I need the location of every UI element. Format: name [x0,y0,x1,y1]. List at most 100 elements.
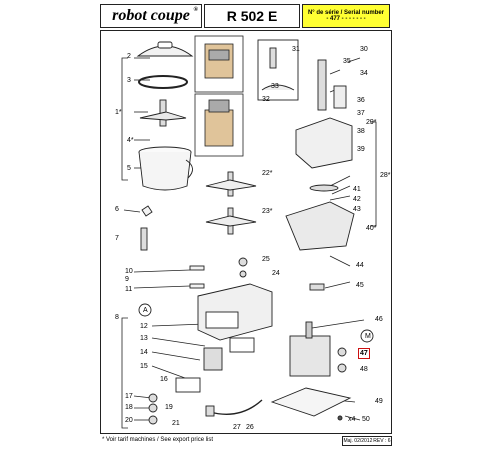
leader-41 [329,175,351,187]
callout-41: 41 [353,186,361,193]
callout-24: 24 [272,270,280,277]
callout-39: 39 [357,146,365,153]
callout-18: 18 [125,404,133,411]
panel-plate-part [229,337,255,353]
leader-11 [133,285,191,289]
leader-35 [329,69,341,75]
pusher-part [317,59,327,111]
leader-13 [151,337,206,347]
callout-33: 33 [271,83,279,90]
callout-11: 11 [125,286,133,293]
callout-22: 22* [262,170,273,177]
circle-label-a: A [143,307,148,314]
leader-45 [324,281,351,289]
callout-21: 21 [172,420,180,427]
clamp-part [309,283,325,291]
circle-label-m-shape [360,329,374,343]
circle-label-m: M [365,333,371,340]
callout-34: 34 [360,70,368,77]
pin-part [141,205,153,217]
seal-ring-part [138,75,188,89]
revision-date: Maj. 02/2012 [343,438,373,444]
callout-10: 10 [125,268,133,275]
capacitor-part [203,347,223,371]
power-cord-part [209,399,263,415]
callout-12: 12 [140,323,148,330]
revision-box: Maj. 02/2012 REV : 6 [342,436,392,446]
motor-bowl-photo-2 [208,99,230,113]
lid-assembly-part [295,117,353,169]
callout-35: 35 [343,58,351,65]
leader-42 [331,185,351,195]
callout-49: 49 [375,398,383,405]
motor-unit-photo-1 [204,43,234,79]
disc-part [309,184,339,192]
bracket-parts-1 [121,57,128,181]
small-pusher-part [333,85,347,109]
callout-44: 44 [356,262,364,269]
callout-36: 36 [357,97,365,104]
callout-15: 15 [140,363,148,370]
callout-9: 9 [125,276,129,283]
motor-unit-photo-2 [204,109,234,147]
callout-3: 3 [127,77,131,84]
brand-logo: robot coupe ® [100,4,202,28]
callout-30: 30 [360,46,368,53]
callout-45: 45 [356,282,364,289]
leader-10 [133,269,191,273]
callout-48: 48 [360,366,368,373]
leader-43 [329,195,351,201]
motor-bowl-photo-1 [208,49,230,61]
callout-2: 2 [127,53,131,60]
leader-6 [123,209,141,213]
bracket-parts-28 [370,121,377,227]
housing-part [285,201,355,251]
callout-17: 17 [125,393,133,400]
leader-14 [151,351,201,361]
switch-part [189,265,205,271]
lid-handle-part [157,41,173,49]
revision-number: REV : 6 [373,438,391,444]
callout-27: 27 [233,424,241,431]
callout-50: 50 [362,416,370,423]
callout-7: 7 [115,235,119,242]
callout-6: 6 [115,206,119,213]
brand-registered-mark: ® [193,7,198,13]
bearing-part-48 [337,363,347,373]
callout-5: 5 [127,165,131,172]
knob-part-20 [148,415,158,425]
callout-29: 29* [366,119,377,126]
callout-46: 46 [375,316,383,323]
callout-38: 38 [357,128,365,135]
leader-15 [151,365,186,379]
base-plate-part [270,387,352,417]
callout-4: 4* [127,137,134,144]
circle-label-a-shape [138,303,152,317]
callout-8: 8 [115,314,119,321]
callout-19: 19 [165,404,173,411]
motor-shaft-part [305,321,313,339]
bowl-part [138,151,192,191]
leader-44 [329,255,351,267]
serial-title: N° de série / Serial number [307,10,385,16]
callout-47-highlighted[interactable]: 47 [358,348,370,359]
blade-23-part [205,215,257,227]
bearing-part-47 [337,347,347,357]
knob-part-17 [148,393,158,403]
leader-12 [151,323,206,327]
callout-28: 28* [380,172,391,179]
serial-number-box: N° de série / Serial number - 477 - - - … [302,4,390,28]
callout-31: 31 [292,46,300,53]
rod-part [189,283,205,289]
callout-14: 14 [140,349,148,356]
model-title: R 502 E [204,4,300,28]
callout-42: 42 [353,196,361,203]
callout-40: 40* [366,225,377,232]
callout-23: 23* [262,208,273,215]
callout-20: 20 [125,417,133,424]
callout-26: 26 [246,424,254,431]
foot-part [337,415,343,421]
blade-part [139,111,187,121]
callout-32: 32 [262,96,270,103]
